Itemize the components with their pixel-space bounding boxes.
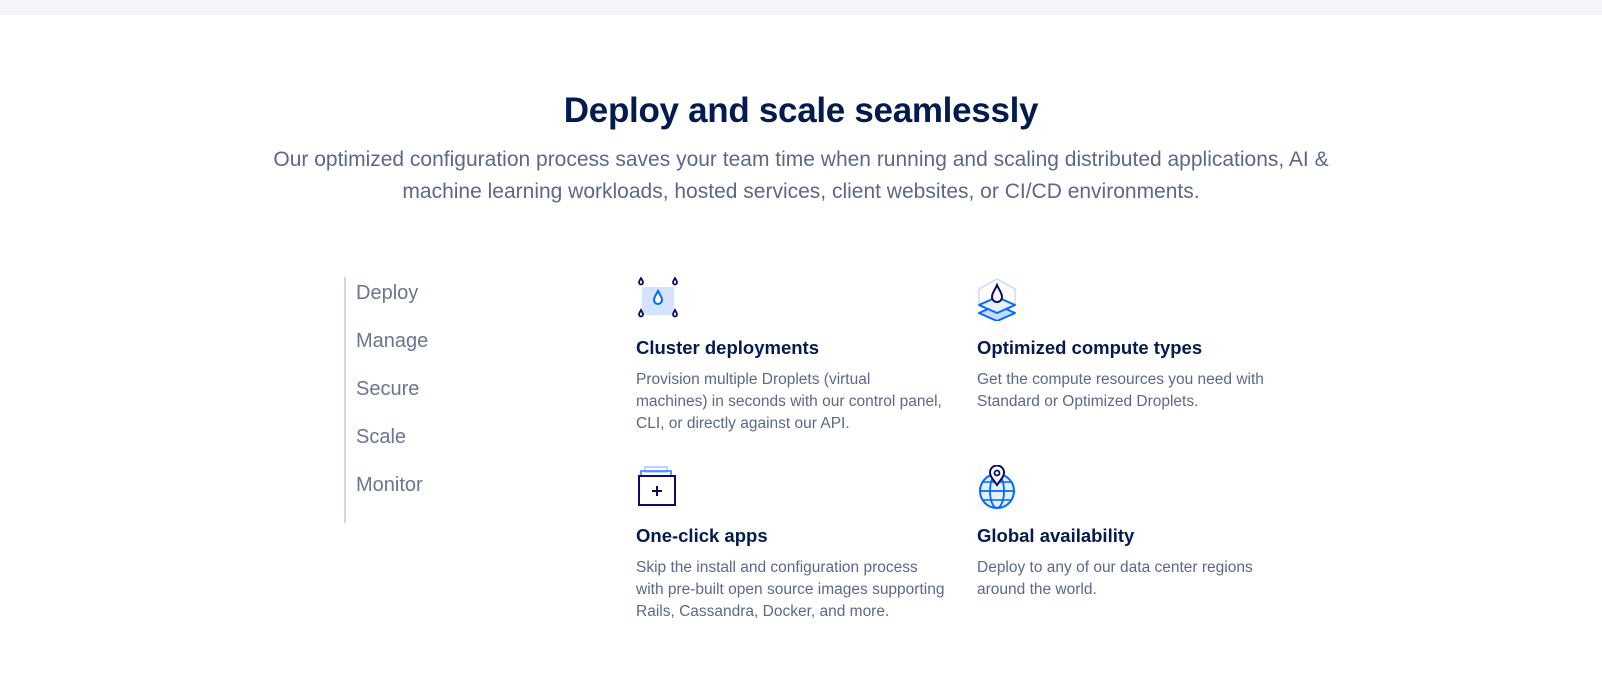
feature-title: One-click apps	[636, 525, 768, 546]
tab-monitor[interactable]: Monitor	[356, 474, 423, 496]
feature-title: Global availability	[977, 525, 1135, 546]
top-strip	[0, 0, 1602, 15]
tab-deploy[interactable]: Deploy	[356, 282, 419, 304]
app-package-icon	[638, 466, 676, 506]
section-subtitle: Our optimized configuration process save…	[273, 148, 1329, 203]
feature-title: Cluster deployments	[636, 337, 819, 358]
tab-manage[interactable]: Manage	[356, 330, 429, 352]
feature-description: Deploy to any of our data center regions…	[977, 559, 1253, 598]
cluster-droplets-icon	[638, 277, 678, 318]
feature-description: Provision multiple Droplets (virtual mac…	[636, 371, 942, 432]
feature-tabs: Deploy Manage Secure Scale Monitor	[344, 277, 474, 523]
feature-title: Optimized compute types	[977, 337, 1203, 358]
tab-secure[interactable]: Secure	[356, 378, 420, 400]
tab-scale[interactable]: Scale	[356, 426, 407, 448]
feature-description: Get the compute resources you need with …	[977, 371, 1264, 410]
compute-layers-icon	[978, 278, 1016, 321]
feature-description: Skip the install and configuration proce…	[636, 559, 945, 620]
section-title: Deploy and scale seamlessly	[563, 91, 1039, 130]
globe-location-icon	[979, 465, 1015, 509]
